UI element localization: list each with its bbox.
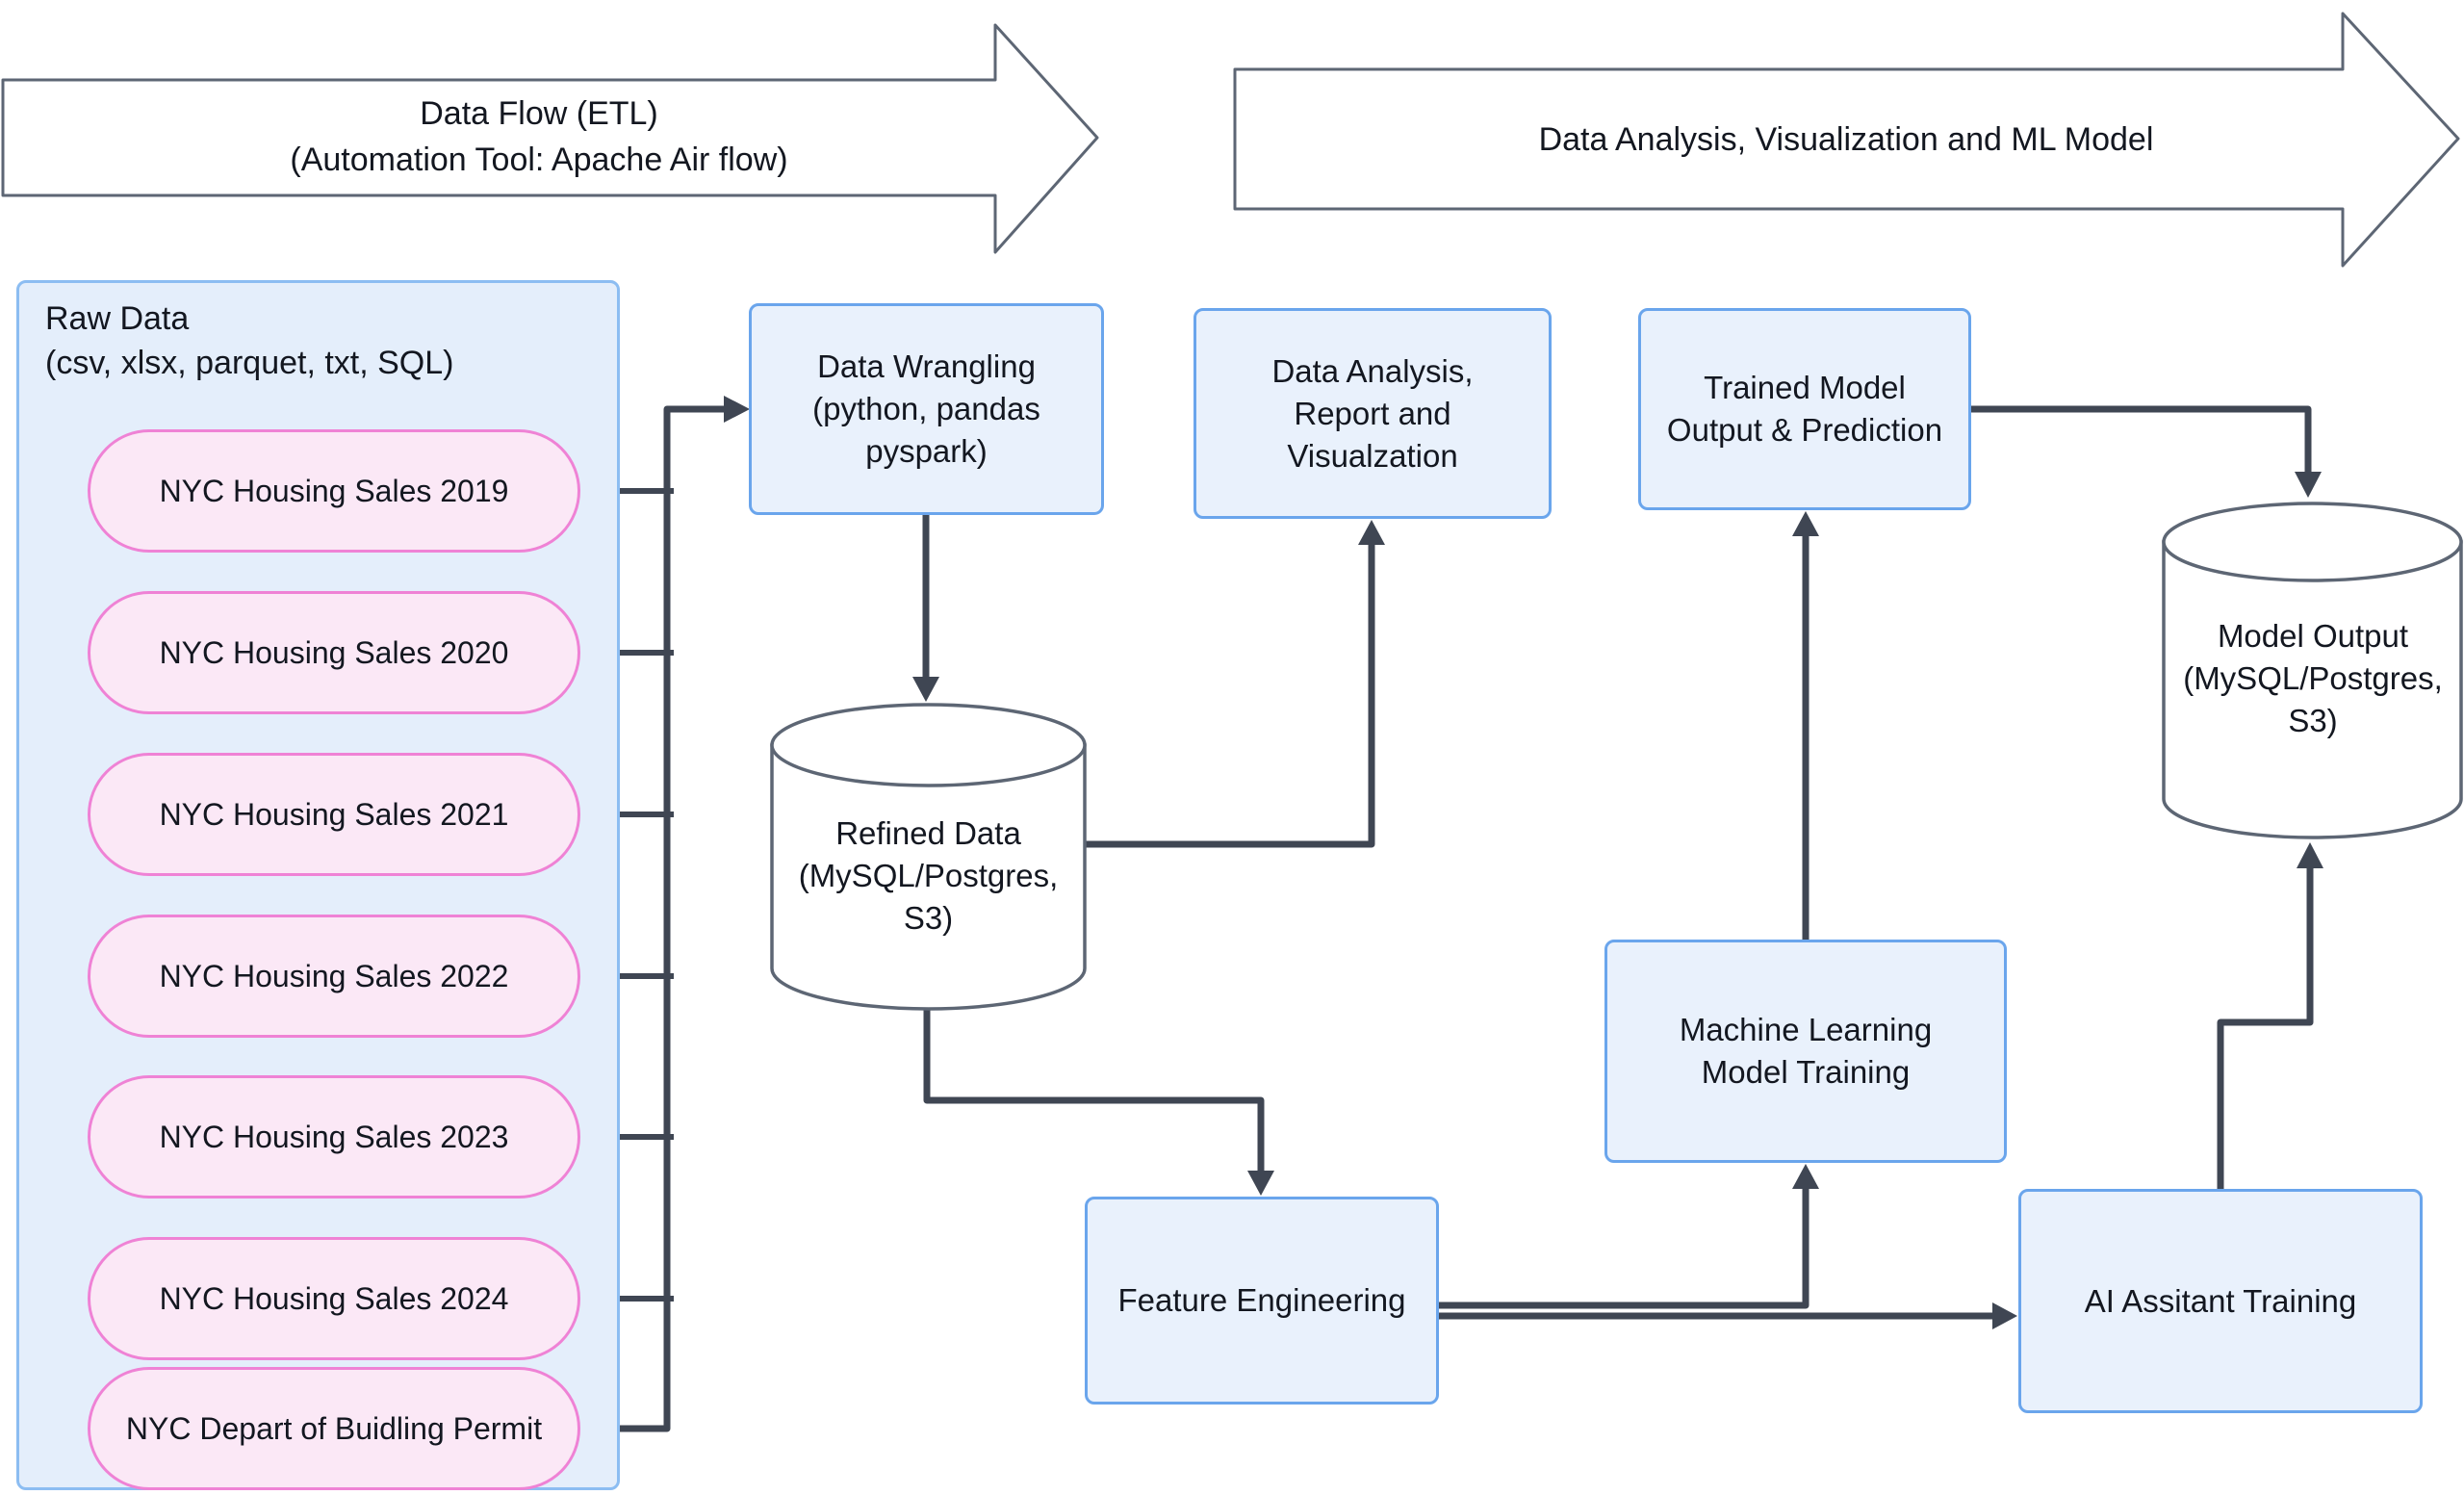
etl-banner-label: Data Flow (ETL) (Automation Tool: Apache… — [58, 90, 1020, 183]
model-output-label: Model Output (MySQL/Postgres, S3) — [2169, 573, 2457, 785]
source-pill-label: NYC Housing Sales 2024 — [159, 1280, 509, 1316]
source-pill-2020: NYC Housing Sales 2020 — [88, 591, 580, 714]
connector-ai-to-model-output — [2217, 851, 2314, 1191]
node-label-line: (python, pandas — [812, 391, 1040, 426]
arrowhead-into-ai-training — [1992, 1302, 2017, 1329]
raw-data-title: Raw Data — [45, 300, 190, 337]
source-pill-building-permit: NYC Depart of Buidling Permit — [88, 1367, 580, 1490]
source-pill-2019: NYC Housing Sales 2019 — [88, 429, 580, 553]
etl-banner-line2: (Automation Tool: Apache Air flow) — [290, 142, 788, 178]
connector-sources-to-wrangling — [578, 405, 737, 1432]
arrowhead-into-refined-data — [912, 677, 939, 702]
source-pill-label: NYC Housing Sales 2020 — [159, 634, 509, 670]
raw-data-group-header: Raw Data (csv, xlsx, parquet, txt, SQL) — [45, 296, 603, 385]
node-label-line: Model Training — [1701, 1054, 1911, 1090]
arrowhead-into-data-analysis — [1358, 520, 1385, 545]
node-machine-learning-training: Machine Learning Model Training — [1604, 940, 2007, 1163]
source-pill-2022: NYC Housing Sales 2022 — [88, 915, 580, 1038]
connector-refined-to-analysis — [1081, 528, 1375, 848]
cylinder-label-line: S3) — [903, 900, 954, 936]
source-pill-2021: NYC Housing Sales 2021 — [88, 753, 580, 876]
source-pill-2024: NYC Housing Sales 2024 — [88, 1237, 580, 1360]
connector-trained-to-model-output — [1967, 405, 2312, 489]
arrowhead-into-trained-model — [1792, 511, 1819, 536]
refined-data-label: Refined Data (MySQL/Postgres, S3) — [782, 770, 1075, 982]
node-label-line: AI Assitant Training — [2084, 1282, 2357, 1319]
node-feature-engineering: Feature Engineering — [1085, 1197, 1439, 1405]
raw-data-subtitle: (csv, xlsx, parquet, txt, SQL) — [45, 345, 454, 381]
node-label-line: Output & Prediction — [1666, 412, 1943, 448]
node-label-line: pyspark) — [865, 433, 988, 469]
node-label-line: Data Analysis, — [1271, 352, 1474, 389]
source-pill-label: NYC Housing Sales 2022 — [159, 958, 509, 993]
node-label-line: Report and — [1294, 395, 1451, 431]
etl-banner-arrow-shape — [1, 23, 1099, 254]
node-label-line: Visualzation — [1287, 437, 1458, 474]
source-pill-label: NYC Depart of Buidling Permit — [125, 1410, 543, 1446]
node-label-line: Data Wrangling — [817, 348, 1036, 384]
connector-refined-to-feature — [923, 1003, 1265, 1188]
node-label-line: Trained Model — [1704, 370, 1906, 405]
node-trained-model: Trained Model Output & Prediction — [1638, 308, 1971, 510]
arrowhead-into-feature-engineering — [1247, 1171, 1274, 1196]
node-label-line: Machine Learning — [1679, 1012, 1933, 1047]
node-data-wrangling: Data Wrangling (python, pandas pyspark) — [749, 303, 1104, 515]
arrowhead-into-ml-training — [1792, 1164, 1819, 1189]
refined-data-cylinder — [770, 703, 1087, 1011]
model-output-cylinder — [2162, 502, 2463, 839]
source-pill-label: NYC Housing Sales 2021 — [159, 796, 509, 832]
source-pill-label: NYC Housing Sales 2019 — [159, 473, 509, 508]
cylinder-label-line: S3) — [2288, 703, 2338, 738]
analysis-banner-line1: Data Analysis, Visualization and ML Mode… — [1538, 121, 2154, 158]
cylinder-label-line: (MySQL/Postgres, — [798, 858, 1059, 893]
node-data-analysis: Data Analysis, Report and Visualzation — [1194, 308, 1552, 519]
arrowhead-into-model-output-top — [2295, 472, 2322, 498]
connector-feature-to-ml — [1435, 1172, 1810, 1309]
etl-banner-line1: Data Flow (ETL) — [420, 95, 658, 132]
cylinder-label-line: (MySQL/Postgres, — [2183, 660, 2443, 696]
source-pill-2023: NYC Housing Sales 2023 — [88, 1075, 580, 1199]
analysis-banner-label: Data Analysis, Visualization and ML Mode… — [1346, 116, 2347, 163]
arrowhead-into-wrangling — [724, 396, 750, 423]
source-pill-connectors — [578, 488, 674, 1302]
node-ai-assistant-training: AI Assitant Training — [2018, 1189, 2423, 1413]
cylinder-label-line: Refined Data — [835, 815, 1021, 851]
analysis-banner-arrow-shape — [1233, 12, 2460, 268]
cylinder-label-line: Model Output — [2217, 618, 2409, 654]
source-pill-label: NYC Housing Sales 2023 — [159, 1119, 509, 1154]
arrowhead-into-model-output-bottom — [2297, 842, 2323, 868]
node-label-line: Feature Engineering — [1117, 1282, 1406, 1318]
